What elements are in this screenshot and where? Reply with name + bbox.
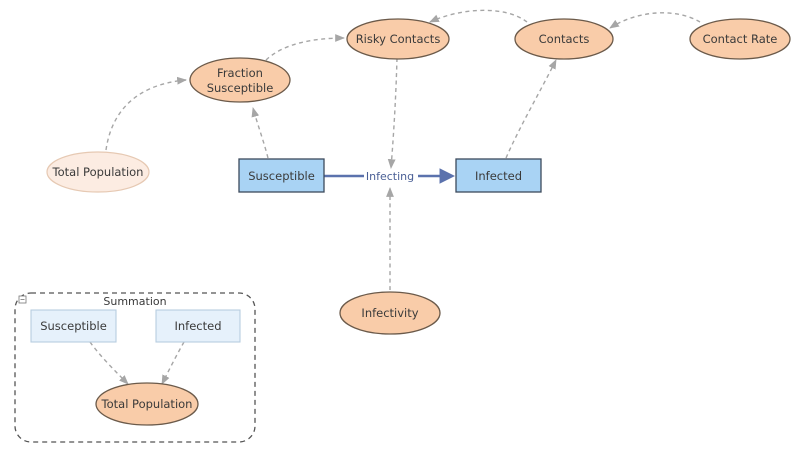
- variable-label: Susceptible: [207, 81, 274, 95]
- variable-label: Risky Contacts: [356, 32, 441, 46]
- variable-label: Fraction: [217, 66, 263, 80]
- link-fraction-susceptible-to-risky-contacts[interactable]: [265, 34, 345, 61]
- variable-label: Contact Rate: [703, 32, 778, 46]
- variable-label: Total Population: [52, 165, 144, 179]
- stock-label: Susceptible: [40, 319, 107, 333]
- link-contact-rate-to-contacts[interactable]: [609, 12, 701, 29]
- ghost-stock-infected[interactable]: Infected: [155, 309, 241, 343]
- stock-label: Infected: [174, 319, 221, 333]
- ghost-stock-susceptible[interactable]: Susceptible: [30, 309, 117, 343]
- link-susceptible-to-total-population[interactable]: [89, 341, 129, 385]
- link-risky-contacts-to-infecting[interactable]: [387, 57, 398, 169]
- link-infected-to-contacts[interactable]: [505, 59, 557, 159]
- variable-infectivity[interactable]: Infectivity: [339, 291, 441, 335]
- variable-total-population[interactable]: Total Population: [95, 382, 199, 426]
- ghost-variable-total-population[interactable]: Total Population: [46, 151, 150, 193]
- stock-label: Susceptible: [248, 169, 315, 183]
- variable-contacts[interactable]: Contacts: [514, 18, 614, 60]
- summation-group-title: Summation: [103, 295, 166, 308]
- stock-label: Infected: [475, 169, 522, 183]
- stock-infected[interactable]: Infected: [455, 158, 542, 193]
- summation-group[interactable]: Summation: [14, 292, 256, 443]
- variable-contact-rate[interactable]: Contact Rate: [689, 18, 791, 60]
- variable-risky-contacts[interactable]: Risky Contacts: [346, 18, 450, 60]
- link-total-population-to-fraction-susceptible[interactable]: [105, 76, 187, 151]
- variable-fraction-susceptible[interactable]: Fraction Susceptible: [189, 57, 291, 103]
- variable-label: Infectivity: [361, 306, 418, 320]
- link-susceptible-to-fraction-susceptible[interactable]: [251, 107, 269, 159]
- variable-label: Contacts: [539, 32, 590, 46]
- flow-label: Infecting: [366, 170, 414, 183]
- variable-label: Total Population: [101, 397, 193, 411]
- dependency-links: [89, 9, 701, 385]
- link-contacts-to-risky-contacts[interactable]: [429, 9, 528, 23]
- stock-susceptible[interactable]: Susceptible: [238, 158, 325, 193]
- link-infected-to-total-population[interactable]: [161, 341, 185, 385]
- flow-infecting[interactable]: Infecting: [324, 168, 456, 184]
- summation-group-frame: [14, 292, 256, 443]
